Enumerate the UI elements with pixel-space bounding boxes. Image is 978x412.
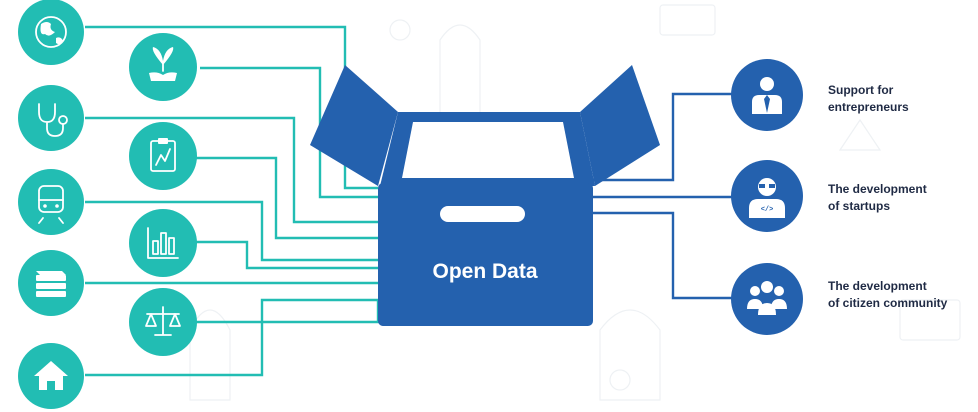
box-label: Open Data — [432, 260, 537, 283]
box-left-flap — [310, 65, 398, 186]
output-label-line1: The development — [828, 279, 927, 293]
output-labels: Support for entrepreneurs The developmen… — [828, 83, 948, 310]
open-data-box: Open Data — [310, 65, 660, 326]
books-stack-icon — [18, 250, 84, 316]
box-right-flap — [580, 65, 660, 186]
box-handle — [440, 206, 525, 222]
output-label-line2: of citizen community — [828, 296, 948, 310]
output-label-entrepreneurs: Support for entrepreneurs — [828, 83, 909, 114]
input-connectors — [85, 25, 380, 377]
bar-chart-icon — [129, 209, 197, 277]
community-icon — [731, 263, 803, 335]
developer-icon: </> — [731, 160, 803, 232]
businessman-icon — [731, 59, 803, 131]
output-label-line2: entrepreneurs — [828, 100, 909, 114]
svg-text:</>: </> — [761, 206, 774, 214]
input-icons — [18, 0, 197, 409]
globe-icon — [18, 0, 84, 65]
stethoscope-icon — [18, 85, 84, 151]
house-icon — [18, 343, 84, 409]
train-icon — [18, 169, 84, 235]
output-label-citizen-community: The development of citizen community — [828, 279, 948, 310]
box-opening — [402, 122, 574, 178]
output-connectors — [593, 92, 733, 300]
output-label-startups: The development of startups — [828, 182, 930, 213]
output-label-line1: Support for — [828, 83, 894, 97]
scales-icon — [129, 288, 197, 356]
plant-hand-icon — [129, 33, 197, 101]
output-label-line2: of startups — [828, 199, 890, 213]
output-icons: </> — [731, 59, 803, 335]
box-body — [378, 183, 593, 326]
output-label-line1: The development — [828, 182, 927, 196]
clipboard-chart-icon — [129, 122, 197, 190]
